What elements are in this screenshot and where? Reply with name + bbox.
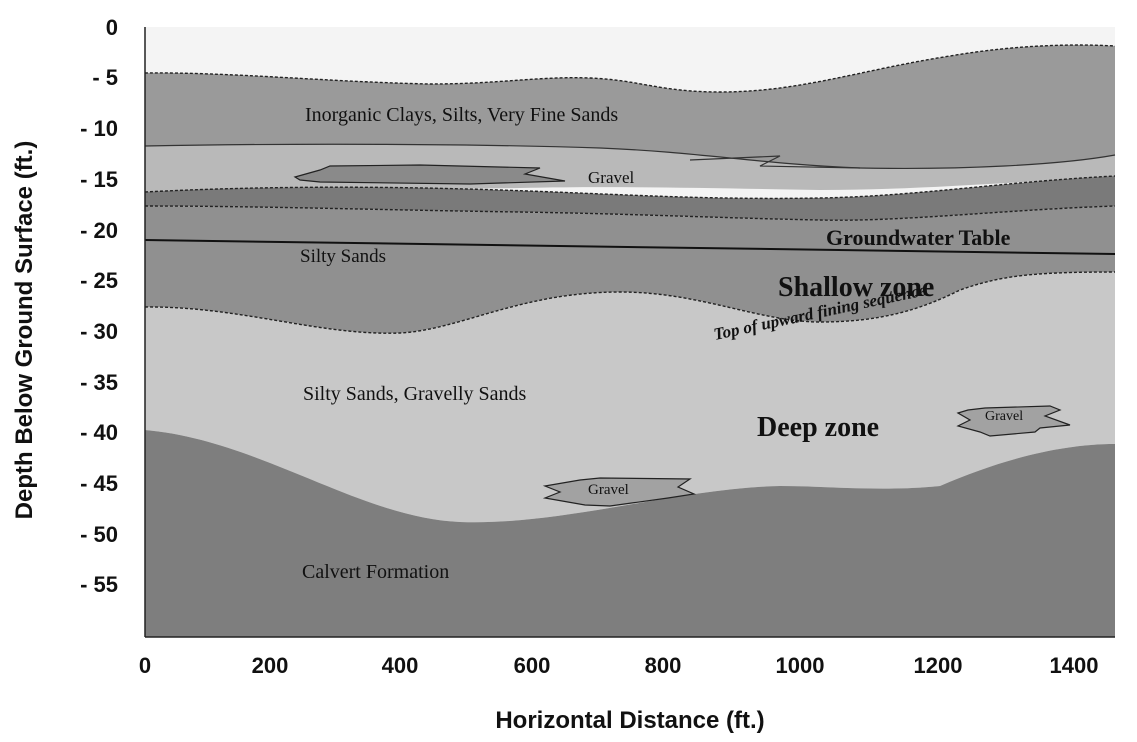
gravel-lens-right: [956, 405, 1071, 437]
groundwater-table-line: [144, 239, 1116, 255]
gravel-lens-middle: [542, 477, 697, 507]
layer-calvert-formation: [145, 430, 1115, 637]
y-tick-label: - 15: [80, 167, 118, 192]
label-gravel-right: Gravel: [985, 409, 1023, 424]
layer-inorganic-clays: [145, 45, 1115, 169]
x-tick-label: 1200: [914, 653, 963, 678]
y-tick-label: 0: [106, 15, 118, 40]
boundary-clay-sand: [144, 143, 1116, 170]
label-gravel-middle: Gravel: [588, 482, 629, 498]
x-tick-label: 800: [645, 653, 682, 678]
label-groundwater-table: Groundwater Table: [826, 225, 1011, 250]
dashed-boundaries: [144, 44, 1116, 334]
y-axis: 0 - 5 - 10 - 15 - 20 - 25 - 30 - 35 - 40…: [80, 15, 118, 597]
lens-edge-upper: [689, 155, 861, 169]
y-tick-label: - 55: [80, 572, 118, 597]
x-tick-label: 600: [514, 653, 551, 678]
x-axis: 0 200 400 600 800 1000 1200 1400: [139, 653, 1099, 678]
y-tick-label: - 25: [80, 268, 118, 293]
y-tick-label: - 50: [80, 522, 118, 547]
label-gravel-upper: Gravel: [588, 168, 635, 187]
label-inorganic-clays: Inorganic Clays, Silts, Very Fine Sands: [305, 104, 618, 126]
y-tick-label: - 5: [92, 65, 118, 90]
label-silty-gravelly-sands: Silty Sands, Gravelly Sands: [303, 383, 527, 405]
label-silty-sands: Silty Sands: [300, 246, 386, 267]
y-tick-label: - 35: [80, 370, 118, 395]
gravel-lens-upper: [293, 164, 566, 185]
y-tick-label: - 40: [80, 420, 118, 445]
x-tick-label: 1000: [776, 653, 825, 678]
x-tick-label: 0: [139, 653, 151, 678]
y-tick-label: - 10: [80, 116, 118, 141]
x-tick-label: 200: [252, 653, 289, 678]
y-tick-label: - 20: [80, 218, 118, 243]
label-calvert-formation: Calvert Formation: [302, 561, 449, 583]
x-axis-title: Horizontal Distance (ft.): [495, 707, 764, 734]
label-shallow-zone: Shallow zone: [778, 272, 934, 303]
y-tick-label: - 30: [80, 319, 118, 344]
x-tick-label: 1400: [1050, 653, 1099, 678]
layer-silty-gravelly-sands: [145, 272, 1115, 523]
y-axis-title: Depth Below Ground Surface (ft.): [11, 141, 38, 520]
layer-silty-sands: [145, 206, 1115, 334]
y-tick-label: - 45: [80, 471, 118, 496]
x-tick-label: 400: [382, 653, 419, 678]
label-deep-zone: Deep zone: [757, 412, 879, 443]
